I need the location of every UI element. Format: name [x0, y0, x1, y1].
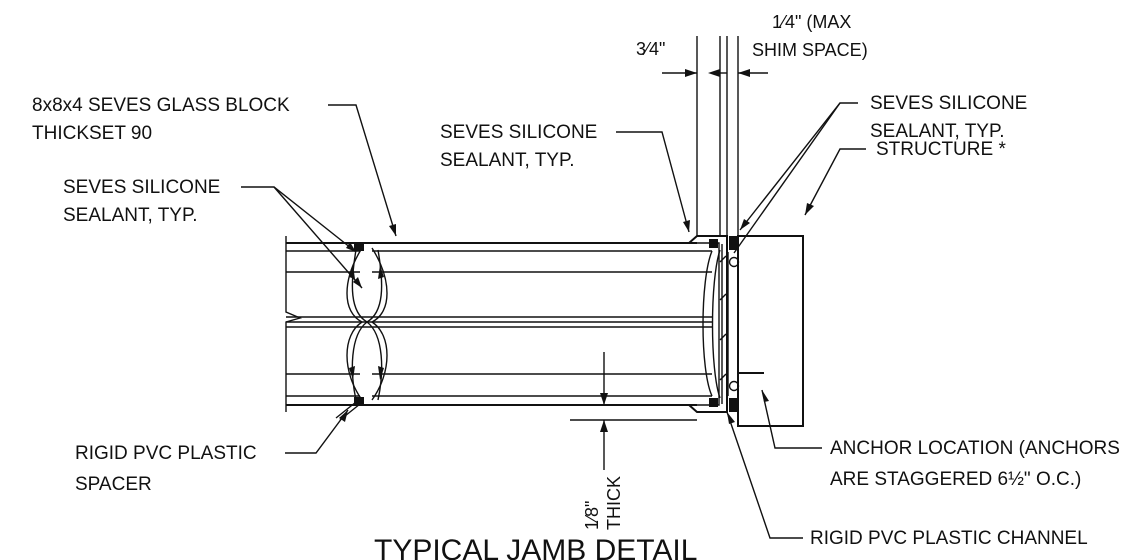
sealant-left-label-line1: SEVES SILICONE [63, 177, 220, 198]
dimension-shim-line1: 1⁄4" (MAX [772, 12, 851, 32]
anchor-label-line2: ARE STAGGERED 6½" O.C.) [830, 469, 1081, 490]
pvc-channel [688, 235, 728, 413]
dimension-shim-line2: SHIM SPACE) [752, 40, 868, 60]
sealant-mid-label-line1: SEVES SILICONE [440, 122, 597, 143]
sealant-bead [354, 397, 364, 405]
dimension-lines [570, 36, 768, 470]
glass-block-assembly [285, 236, 721, 421]
glass-block-label-line2: THICKSET 90 [32, 123, 152, 144]
drawing-title: TYPICAL JAMB DETAIL [374, 534, 697, 560]
sealant-right-label-line1: SEVES SILICONE [870, 93, 1027, 114]
sealant-right-label-line2: SEALANT, TYP. [870, 121, 1004, 142]
dimension-thick-fraction: 1⁄8" [582, 501, 602, 530]
sealant-mid-label-line2: SEALANT, TYP. [440, 150, 574, 171]
dimension-thick-word: THICK [604, 476, 624, 530]
spacer-label-line2: SPACER [75, 474, 152, 495]
structure-label: STRUCTURE * [876, 139, 1006, 160]
sealant-bead [709, 398, 718, 407]
dimension-three-quarter: 3⁄4" [636, 39, 665, 59]
sealant-bead [354, 243, 364, 251]
leader-lines [241, 102, 866, 539]
sealant-left-label-line2: SEALANT, TYP. [63, 205, 197, 226]
glass-block-label-line1: 8x8x4 SEVES GLASS BLOCK [32, 95, 290, 116]
channel-label: RIGID PVC PLASTIC CHANNEL [810, 528, 1088, 549]
anchor-label-line1: ANCHOR LOCATION (ANCHORS [830, 438, 1120, 459]
spacer-label-line1: RIGID PVC PLASTIC [75, 443, 257, 464]
